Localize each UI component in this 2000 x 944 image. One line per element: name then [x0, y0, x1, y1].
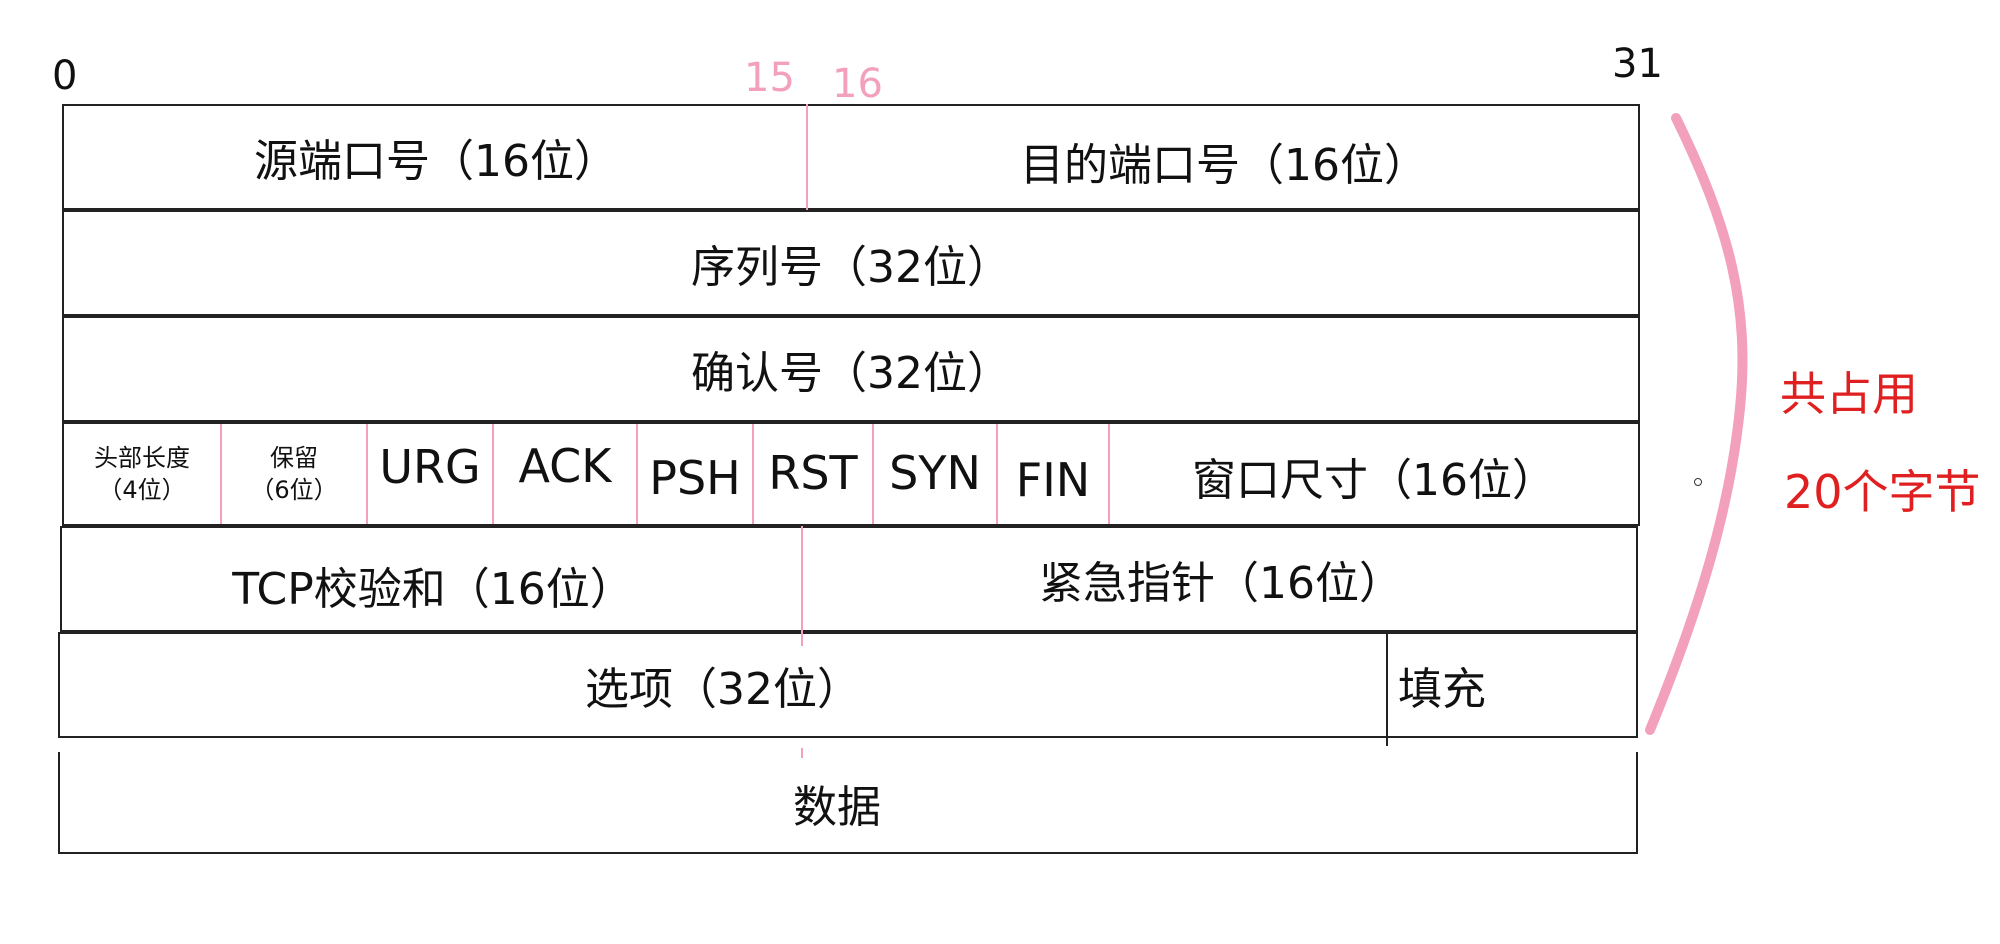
- header-length-label: 头部长度: [94, 443, 190, 472]
- header-length-bits: （4位）: [98, 476, 186, 504]
- flag-rst: RST: [768, 446, 858, 500]
- flag-syn: SYN: [889, 446, 981, 500]
- checksum-row: TCP校验和（16位） 紧急指针（16位）: [60, 526, 1638, 632]
- divider: [492, 424, 494, 524]
- ack-number-row: 确认号（32位）: [62, 316, 1640, 422]
- reserved-bits: （6位）: [250, 476, 338, 504]
- checksum-field: TCP校验和（16位）: [232, 564, 634, 615]
- header-size-brace: [1645, 113, 1748, 735]
- bit-16-guide-line-tail: [801, 748, 803, 758]
- reserved-field: 保留 （6位）: [222, 424, 366, 524]
- bit-label-0: 0: [52, 53, 78, 99]
- flag-psh: PSH: [649, 451, 741, 505]
- divider: [872, 424, 874, 524]
- sequence-row: 序列号（32位）: [62, 210, 1640, 316]
- options-row: 选项（32位） 填充: [58, 632, 1638, 746]
- window-size-field: 窗口尺寸（16位）: [1192, 455, 1556, 506]
- divider: [220, 424, 222, 524]
- control-row: 头部长度 （4位） 保留 （6位） URG ACK PSH RST SYN FI…: [62, 422, 1640, 526]
- flag-ack: ACK: [518, 439, 612, 493]
- bit-label-31: 31: [1612, 41, 1663, 87]
- reserved-label: 保留: [270, 443, 318, 472]
- header-size-note-line2: 20个字节: [1784, 465, 1981, 519]
- ports-row: 源端口号（16位） 目的端口号（16位）: [62, 104, 1640, 210]
- ack-number-field: 确认号（32位）: [691, 348, 1011, 399]
- flag-urg: URG: [379, 440, 481, 494]
- data-row-top-left: [58, 752, 60, 758]
- options-field: 选项（32位）: [585, 664, 861, 715]
- flag-fin: FIN: [1015, 453, 1091, 507]
- source-port-field: 源端口号（16位）: [254, 136, 618, 187]
- divider: [636, 424, 638, 524]
- header-length-field: 头部长度 （4位）: [64, 424, 220, 524]
- data-row: 数据: [58, 752, 1638, 854]
- dot-mark: [1694, 478, 1702, 486]
- divider: [996, 424, 998, 524]
- divider: [1386, 634, 1388, 746]
- bit-16-guide-line-lower: [801, 526, 803, 646]
- header-size-note-line1: 共占用: [1780, 367, 1918, 421]
- bit-label-16: 16: [832, 61, 883, 107]
- data-field: 数据: [793, 782, 881, 833]
- bit-16-guide-line: [806, 104, 808, 210]
- dest-port-field: 目的端口号（16位）: [1020, 140, 1428, 191]
- divider: [752, 424, 754, 524]
- divider: [1108, 424, 1110, 524]
- bit-label-15: 15: [744, 55, 795, 101]
- divider: [366, 424, 368, 524]
- padding-field: 填充: [1398, 664, 1486, 715]
- sequence-number-field: 序列号（32位）: [691, 242, 1011, 293]
- urgent-pointer-field: 紧急指针（16位）: [1039, 558, 1403, 609]
